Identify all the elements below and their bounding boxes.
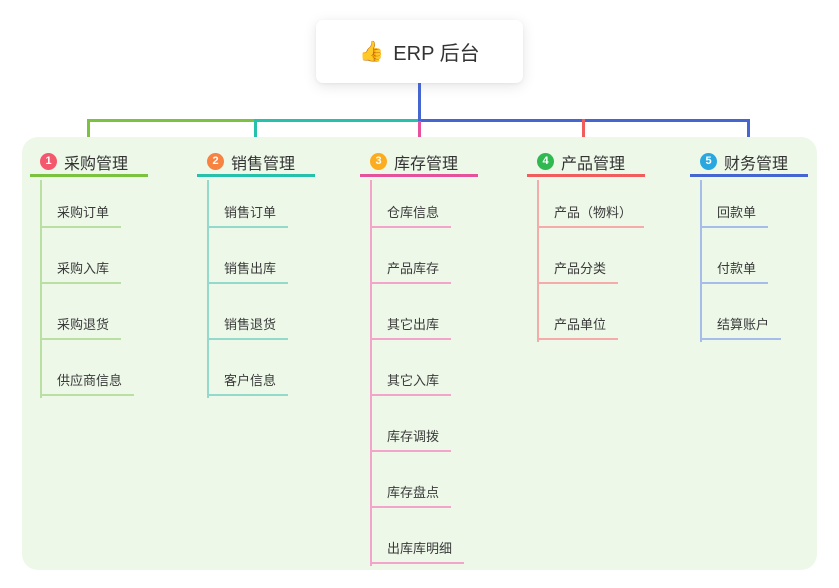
connector-drop-product xyxy=(582,119,585,147)
child-node-sales-order[interactable]: 销售订单 xyxy=(207,200,289,228)
child-node-sales-outbound[interactable]: 销售出库 xyxy=(207,256,289,284)
branch-number-badge: 4 xyxy=(537,153,554,170)
branch-label: 财务管理 xyxy=(724,155,789,173)
child-node-settlement-account[interactable]: 结算账户 xyxy=(700,312,782,340)
child-node-stock-count[interactable]: 库存盘点 xyxy=(370,480,452,508)
branch-header-product[interactable]: 4 产品管理 xyxy=(527,149,645,177)
branch-number-badge: 3 xyxy=(370,153,387,170)
child-node-stock-transfer[interactable]: 库存调拨 xyxy=(370,424,452,452)
child-node-other-inbound[interactable]: 其它入库 xyxy=(370,368,452,396)
branch-number-badge: 5 xyxy=(700,153,717,170)
branch-header-purchase[interactable]: 1 采购管理 xyxy=(30,149,148,177)
branch-header-finance[interactable]: 5 财务管理 xyxy=(690,149,808,177)
branch-number-badge: 2 xyxy=(207,153,224,170)
child-node-product-category[interactable]: 产品分类 xyxy=(537,256,619,284)
branch-vline xyxy=(40,180,42,398)
connector-drop-sales xyxy=(254,119,257,147)
child-node-outbound-detail[interactable]: 出库库明细 xyxy=(370,536,465,564)
child-node-purchase-return[interactable]: 采购退货 xyxy=(40,312,122,340)
child-node-purchase-order[interactable]: 采购订单 xyxy=(40,200,122,228)
connector-drop-finance xyxy=(747,119,750,147)
connector-drop-inventory xyxy=(418,121,421,148)
branch-label: 产品管理 xyxy=(561,155,626,173)
child-node-product-unit[interactable]: 产品单位 xyxy=(537,312,619,340)
thumbs-up-icon: 👍 xyxy=(359,40,385,63)
branch-vline xyxy=(207,180,209,398)
child-node-sales-return[interactable]: 销售退货 xyxy=(207,312,289,340)
branch-vline xyxy=(700,180,702,342)
child-node-purchase-inbound[interactable]: 采购入库 xyxy=(40,256,122,284)
branch-label: 库存管理 xyxy=(394,155,459,173)
branch-vline xyxy=(370,180,372,566)
child-node-warehouse-info[interactable]: 仓库信息 xyxy=(370,200,452,228)
connector-bus-teal xyxy=(255,119,420,122)
child-node-customer-info[interactable]: 客户信息 xyxy=(207,368,289,396)
branch-header-inventory[interactable]: 3 库存管理 xyxy=(360,149,478,177)
child-node-payment-bill[interactable]: 付款单 xyxy=(700,256,769,284)
connector-bus-green xyxy=(87,119,256,122)
child-node-receipt-bill[interactable]: 回款单 xyxy=(700,200,769,228)
branch-number-badge: 1 xyxy=(40,153,57,170)
child-node-product-material[interactable]: 产品（物料） xyxy=(537,200,645,228)
branch-header-sales[interactable]: 2 销售管理 xyxy=(197,149,315,177)
branch-label: 销售管理 xyxy=(231,155,296,173)
child-node-supplier-info[interactable]: 供应商信息 xyxy=(40,368,135,396)
root-node-label: ERP 后台 xyxy=(393,43,480,65)
connector-drop-purchase xyxy=(87,119,90,147)
root-node-erp[interactable]: 👍 ERP 后台 xyxy=(316,20,523,83)
connector-root-stem xyxy=(418,83,421,122)
branch-label: 采购管理 xyxy=(64,155,129,173)
branch-vline xyxy=(537,180,539,342)
child-node-product-stock[interactable]: 产品库存 xyxy=(370,256,452,284)
child-node-other-outbound[interactable]: 其它出库 xyxy=(370,312,452,340)
mindmap-panel xyxy=(22,137,817,570)
